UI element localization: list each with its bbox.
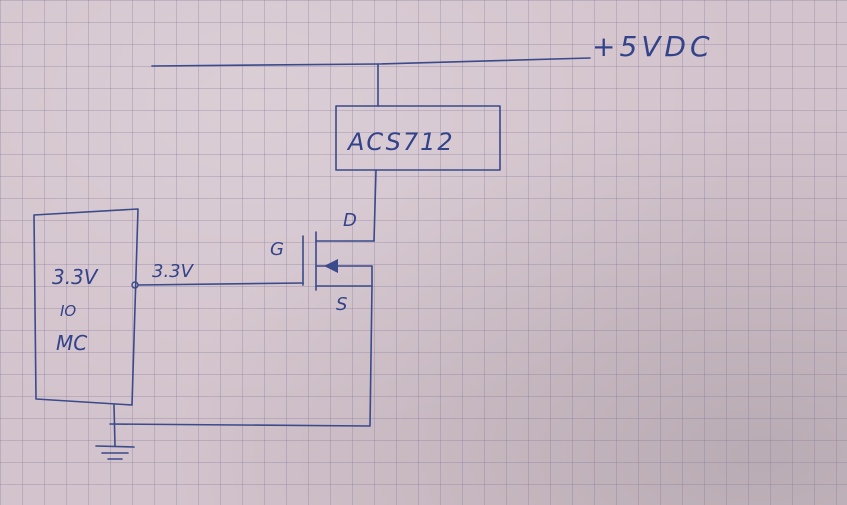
acs712-sensor-box [335, 105, 501, 171]
supply-label: +5VDC [592, 30, 714, 63]
mosfet-arrow [324, 259, 338, 273]
ground-symbol [95, 404, 135, 460]
sensor-to-drain-wire [373, 169, 377, 242]
supply-rail [151, 57, 591, 67]
mcu-line-3: MC [56, 331, 87, 355]
gate-signal-label: 3.3V [152, 261, 195, 282]
mcu-line-2: IO [60, 302, 76, 320]
mosfet-symbol [302, 231, 375, 291]
source-return-wire [109, 285, 373, 427]
microcontroller-box [33, 208, 139, 406]
mosfet-source-label: S [336, 294, 347, 315]
acs712-label: ACS712 [346, 128, 455, 156]
mosfet-gate-label: G [270, 239, 284, 260]
mcu-line-1: 3.3V [52, 265, 99, 289]
mosfet-drain-label: D [343, 210, 357, 231]
gate-signal-wire [137, 282, 304, 286]
